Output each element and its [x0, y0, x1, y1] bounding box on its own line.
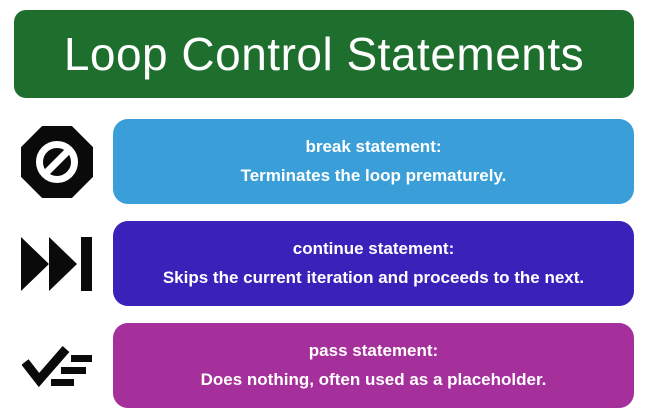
row-break-statement: break statement: Terminates the loop pre…: [0, 119, 634, 204]
icon-cell: [0, 119, 113, 204]
statement-list: break statement: Terminates the loop pre…: [0, 119, 647, 408]
page-title: Loop Control Statements: [14, 10, 634, 98]
card-title: continue statement:: [292, 239, 455, 259]
skip-forward-icon: [21, 236, 92, 291]
continue-statement-card: continue statement: Skips the current it…: [113, 221, 634, 306]
break-statement-card: break statement: Terminates the loop pre…: [113, 119, 634, 204]
row-continue-statement: continue statement: Skips the current it…: [0, 221, 634, 306]
row-pass-statement: pass statement: Does nothing, often used…: [0, 323, 634, 408]
card-description: Skips the current iteration and proceeds…: [162, 267, 585, 287]
checklist-icon: [21, 345, 92, 387]
no-entry-octagon-icon: [20, 125, 93, 198]
pass-statement-card: pass statement: Does nothing, often used…: [113, 323, 634, 408]
icon-cell: [0, 221, 113, 306]
card-description: Terminates the loop prematurely.: [240, 165, 507, 185]
card-title: break statement:: [305, 137, 442, 157]
card-title: pass statement:: [308, 341, 439, 361]
icon-cell: [0, 323, 113, 408]
card-description: Does nothing, often used as a placeholde…: [200, 369, 547, 389]
